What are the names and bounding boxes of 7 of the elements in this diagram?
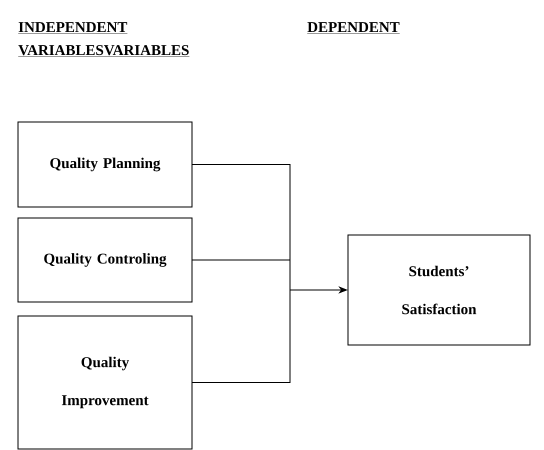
heading-text: VARIABLESVARIABLES [18, 45, 190, 57]
heading-text: DEPENDENT [307, 22, 400, 34]
variable-box: Quality Planning [18, 122, 192, 208]
variable-box: Students’ Satisfaction [348, 234, 530, 346]
heading-text: INDEPENDENT [18, 22, 128, 34]
variable-box: Quality Controling [18, 218, 192, 302]
variable-box: Quality Improvement [18, 316, 192, 450]
